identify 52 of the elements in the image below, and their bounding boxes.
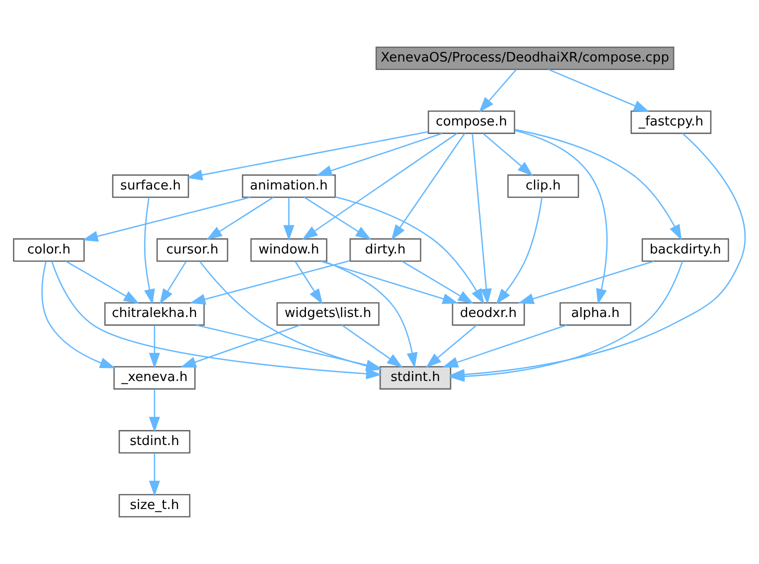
arrow [472, 134, 492, 304]
arrow [180, 324, 300, 368]
arrow [496, 197, 543, 304]
arrow [335, 196, 484, 304]
arrow [304, 196, 372, 240]
arrow [518, 260, 654, 304]
arrow [41, 261, 116, 368]
arrow [442, 324, 567, 368]
arrow [65, 260, 140, 304]
arrow [190, 260, 350, 305]
node-box: color.h [12, 238, 85, 262]
node-box: clip.h [507, 174, 580, 198]
arrow [160, 261, 187, 304]
arrow [548, 68, 650, 112]
node-box: dirty.h [350, 238, 422, 262]
arrow [144, 197, 155, 305]
arrow [342, 324, 403, 368]
arrow [402, 260, 474, 304]
arrow [316, 132, 442, 176]
arrow [302, 132, 458, 240]
node-box: cursor.h [156, 238, 228, 262]
arrow [283, 198, 294, 241]
arrow [514, 130, 608, 304]
arrow [206, 196, 274, 240]
node-box: window.h [250, 238, 328, 262]
node-box: widgets\list.h [276, 302, 380, 326]
arrow [514, 128, 682, 240]
node-box: backdirty.h [642, 238, 730, 262]
node-box: compose.h [428, 110, 516, 134]
arrow [323, 260, 418, 368]
node-box: XenevaOS/Process/DeodhaiXR/compose.cpp [376, 46, 674, 70]
arrow [149, 325, 160, 369]
arrow [478, 69, 517, 112]
node-box: _xeneva.h [113, 366, 196, 390]
node-box: _fastcpy.h [630, 110, 712, 134]
node-box: size_t.h [118, 494, 190, 518]
arrow [82, 196, 250, 242]
arrow [149, 389, 160, 433]
node-box: surface.h [112, 174, 190, 198]
arrow [320, 260, 458, 304]
node-box: stdint.h [380, 366, 452, 390]
node-box: animation.h [242, 174, 336, 198]
arrow [482, 133, 534, 176]
arrow [294, 261, 323, 304]
node-box: chitralekha.h [104, 302, 205, 326]
arrow [149, 453, 160, 496]
node-box: deodxr.h [452, 302, 525, 326]
arrow [186, 131, 428, 180]
node-box: alpha.h [560, 302, 632, 326]
node-box: stdint.h [118, 430, 190, 454]
arrow [391, 132, 466, 240]
arrow [426, 324, 478, 368]
